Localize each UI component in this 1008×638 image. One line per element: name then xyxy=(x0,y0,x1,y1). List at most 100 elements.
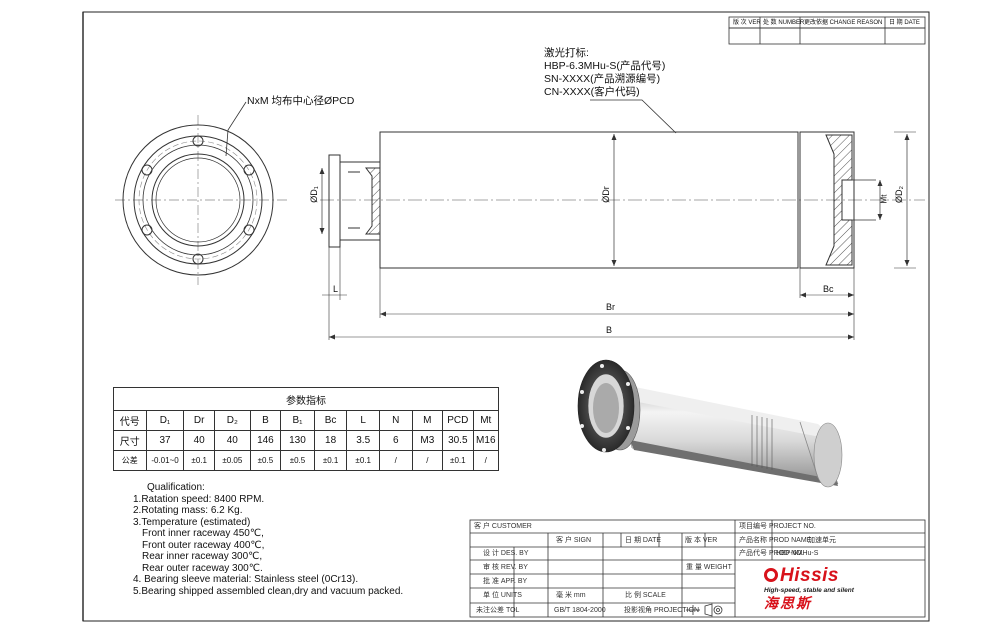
tb-prod-name-value: 加速单元 xyxy=(808,537,836,544)
laser-mark-line: CN-XXXX(客户代码) xyxy=(544,86,640,98)
table-cell: -0.01~0 xyxy=(145,450,185,471)
dim-label-l: L xyxy=(333,284,339,294)
bolt-hole xyxy=(192,253,204,265)
table-cell: ±0.1 xyxy=(442,450,474,471)
laser-mark-note: 激光打标: HBP-6.3MHu-S(产品代号) SN-XXXX(产品溯源编号)… xyxy=(544,47,665,99)
tb-approved: 批 准 APP. BY xyxy=(483,578,528,585)
table-cell: 40 xyxy=(183,430,215,451)
note-item: Rear inner raceway 300℃, xyxy=(142,551,263,562)
note-item: 3.Temperature (estimated) xyxy=(133,516,251,528)
rev-ver: 版 次 VER xyxy=(733,20,761,26)
table-tolerance-row: 公差 -0.01~0 ±0.1 ±0.05 ±0.5 ±0.5 ±0.1 ±0.… xyxy=(113,450,500,471)
table-cell: / xyxy=(472,450,500,471)
table-cell: ±0.5 xyxy=(249,450,282,471)
tb-designed: 设 计 DES. BY xyxy=(483,550,529,557)
table-cell: 30.5 xyxy=(442,430,474,451)
logo-text: Hissis xyxy=(780,565,839,586)
tb-units: 单 位 UNITS xyxy=(483,592,522,599)
hissis-logo: Hissis High-speed, stable and silent 海思斯 xyxy=(764,566,904,611)
bolt-hole xyxy=(243,164,255,176)
table-cell: Mt xyxy=(472,410,500,431)
title-block-grid xyxy=(469,519,926,618)
table-cell: M xyxy=(411,410,444,431)
note-item: 2.Rotating mass: 6.2 Kg. xyxy=(133,505,243,516)
table-cell: 18 xyxy=(313,430,348,451)
table-header-row: 代号 D₁ Dr D₂ B B₁ Bc L N M PCD Mt xyxy=(113,410,500,431)
table-cell: M16 xyxy=(472,430,500,451)
hole-pattern-note: NxM 均布中心径ØPCD xyxy=(247,95,355,107)
tb-projection: 投影视角 PROJECTION xyxy=(624,607,700,614)
bolt-hole xyxy=(243,224,255,236)
tb-weight: 重 量 WEIGHT xyxy=(686,564,732,571)
table-cell: 3.5 xyxy=(346,430,380,451)
table-cell: D₂ xyxy=(213,410,251,431)
table-cell: PCD xyxy=(442,410,474,431)
rev-reason: 更改依据 CHANGE REASON xyxy=(804,20,883,26)
tb-prod-no-value: HBP-6MHu-S xyxy=(776,550,819,557)
rev-date: 日 期 DATE xyxy=(889,20,920,26)
dim-label-dr: ØDr xyxy=(600,186,611,203)
tb-prod-name: 产品名称 PROD NAME xyxy=(739,537,812,544)
tb-ver: 版 本 VER xyxy=(685,537,718,544)
table-cell: ±0.05 xyxy=(213,450,251,471)
isometric-render xyxy=(577,359,843,488)
dim-label-mt: Mt xyxy=(879,194,889,204)
table-cell: B xyxy=(249,410,282,431)
table-cell: L xyxy=(346,410,380,431)
dim-label-d1: ØD₁ xyxy=(308,186,319,203)
table-cell: / xyxy=(411,450,444,471)
parameter-table: 参数指标 代号 D₁ Dr D₂ B B₁ Bc L N M PCD Mt 尺寸… xyxy=(113,387,500,471)
tb-reviewed: 审 核 REV. BY xyxy=(483,564,528,571)
note-item: 1.Ratation speed: 8400 RPM. xyxy=(133,493,265,505)
bolt-hole xyxy=(141,224,153,236)
tb-standard: GB/T 1804-2000 xyxy=(554,607,606,614)
qualification-notes: Qualification: 1.Ratation speed: 8400 RP… xyxy=(133,482,403,597)
logo-cn: 海思斯 xyxy=(764,595,812,611)
table-cell: 尺寸 xyxy=(113,430,147,451)
table-cell: N xyxy=(378,410,413,431)
table-caption: 参数指标 xyxy=(113,387,499,411)
logo-mark-icon xyxy=(764,568,778,582)
dim-label-br: Br xyxy=(606,302,615,312)
note-item: Front inner raceway 450℃, xyxy=(142,528,264,539)
laser-mark-line: HBP-6.3MHu-S(产品代号) xyxy=(544,60,666,72)
table-cell: 40 xyxy=(213,430,251,451)
table-cell: Bc xyxy=(313,410,348,431)
notes-title: Qualification: xyxy=(147,482,205,493)
table-cell: 130 xyxy=(280,430,315,451)
table-cell: M3 xyxy=(411,430,444,451)
tb-sign: 客 户 SIGN xyxy=(556,537,592,544)
logo-tagline: High-speed, stable and silent xyxy=(764,587,854,594)
tb-prod-no: 产品代号 PROD NO. xyxy=(739,550,804,557)
side-view xyxy=(319,99,925,340)
tb-project-no: 项目编号 PROJECT NO. xyxy=(739,523,816,530)
note-item: 5.Bearing shipped assembled clean,dry an… xyxy=(133,585,404,597)
table-cell: ±0.1 xyxy=(313,450,348,471)
laser-mark-line: SN-XXXX(产品溯源编号) xyxy=(544,73,661,85)
table-cell: ±0.1 xyxy=(346,450,380,471)
note-item: Rear outer raceway 300℃. xyxy=(142,562,263,574)
tb-tolerance: 未注公差 TOL xyxy=(476,607,520,614)
table-cell: 6 xyxy=(378,430,413,451)
note-item: Front outer raceway 400℃, xyxy=(142,539,265,551)
dim-label-b: B xyxy=(606,325,613,335)
table-cell: / xyxy=(378,450,413,471)
table-cell: 146 xyxy=(249,430,282,451)
dim-label-bc: Bc xyxy=(823,284,834,294)
note-item: 4. Bearing sleeve material: Stainless st… xyxy=(133,574,359,585)
tb-customer: 客 户 CUSTOMER xyxy=(474,523,532,530)
table-cell: ±0.5 xyxy=(280,450,315,471)
end-view xyxy=(115,101,290,285)
bolt-hole xyxy=(141,164,153,176)
tb-date: 日 期 DATE xyxy=(625,537,662,544)
table-cell: 37 xyxy=(145,430,185,451)
revision-header-grid xyxy=(728,16,926,45)
table-cell: D₁ xyxy=(145,410,185,431)
rev-number: 处 数 NUMBER xyxy=(763,20,805,26)
dim-label-d2: ØD₂ xyxy=(894,186,904,203)
bolt-hole xyxy=(192,135,204,147)
laser-mark-title: 激光打标: xyxy=(544,47,589,59)
table-cell: B₁ xyxy=(280,410,315,431)
